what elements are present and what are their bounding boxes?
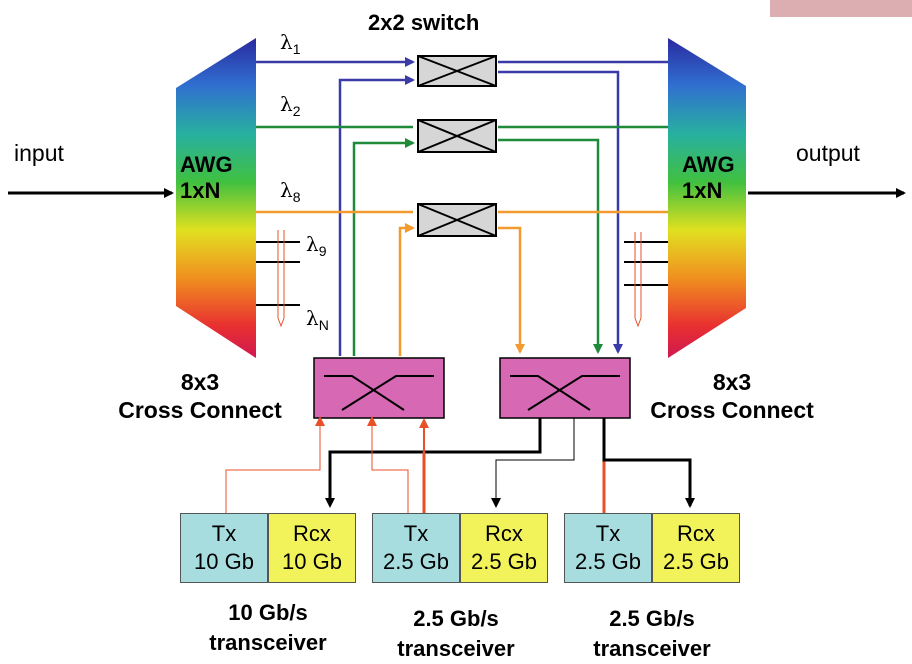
t1-rx-line1: Rcx [293,521,331,546]
t3-caption-line2: transceiver [593,636,711,661]
awg-left-line2: 1xN [180,178,221,203]
switch-2 [417,119,497,153]
lambda9-label: λ9 [306,232,327,259]
awg-left-label: AWG 1xN [180,152,233,204]
cross-connect-left-label: 8x3 Cross Connect [100,368,300,424]
t1-tx-line2: 10 Gb [194,549,254,574]
t2-caption-line1: 2.5 Gb/s [413,606,499,631]
awg-left-line1: AWG [180,152,233,177]
cc-left-line2: Cross Connect [118,397,282,423]
t3-tx-line1: Tx [595,521,621,546]
transceiver-3-tx: Tx 2.5 Gb [564,513,652,583]
cc-right-line1: 8x3 [712,369,752,395]
transceiver-1-caption: 10 Gb/s transceiver [168,598,368,658]
awg-right-label: AWG 1xN [682,152,735,204]
input-label: input [14,140,64,166]
t1-caption-line2: transceiver [209,630,327,655]
transceiver-2-tx: Tx 2.5 Gb [372,513,460,583]
awg-right-line2: 1xN [682,178,723,203]
t3-rx-line1: Rcx [677,521,715,546]
lambda2-path [256,125,668,356]
transceiver-3-rx: Rcx 2.5 Gb [652,513,740,583]
t2-rx-line1: Rcx [485,521,523,546]
lambda1-label: λ1 [280,30,301,57]
t2-tx-line1: Tx [403,521,429,546]
awg-right-line1: AWG [682,152,735,177]
switch-8 [417,203,497,237]
awg-right-block [668,38,746,358]
cross-connect-right-box [499,357,631,419]
cc-right-line2: Cross Connect [650,397,814,423]
lambda2-label: λ2 [280,92,301,119]
t2-caption-line2: transceiver [397,636,515,661]
cross-connect-left-box [313,357,445,419]
lambda8-path [256,210,668,356]
t3-tx-line2: 2.5 Gb [574,549,642,574]
cc-left-line1: 8x3 [180,369,220,395]
t1-caption-line1: 10 Gb/s [228,600,308,625]
transceiver-1-rx: Rcx 10 Gb [268,513,356,583]
awg-left-block [176,38,256,358]
transceiver-1-tx: Tx 10 Gb [180,513,268,583]
switch-1 [417,55,497,87]
cross-connect-right-label: 8x3 Cross Connect [632,368,832,424]
t3-caption-line1: 2.5 Gb/s [609,606,695,631]
left-stub-lines [256,230,300,328]
transceiver-links [225,416,695,514]
lambda1-path [256,57,668,356]
t2-tx-line2: 2.5 Gb [382,549,450,574]
right-stub-lines [624,232,668,328]
lambdaN-label: λN [306,306,329,333]
t1-rx-line2: 10 Gb [282,549,342,574]
transceiver-3-caption: 2.5 Gb/s transceiver [552,604,752,664]
t2-rx-line2: 2.5 Gb [470,549,538,574]
t3-rx-line2: 2.5 Gb [662,549,730,574]
t1-tx-line1: Tx [211,521,237,546]
transceiver-2-rx: Rcx 2.5 Gb [460,513,548,583]
switch-title: 2x2 switch [368,10,480,35]
lambda8-label: λ8 [280,178,301,205]
output-label: output [796,140,860,166]
transceiver-2-caption: 2.5 Gb/s transceiver [356,604,556,664]
corner-tab [770,0,912,17]
